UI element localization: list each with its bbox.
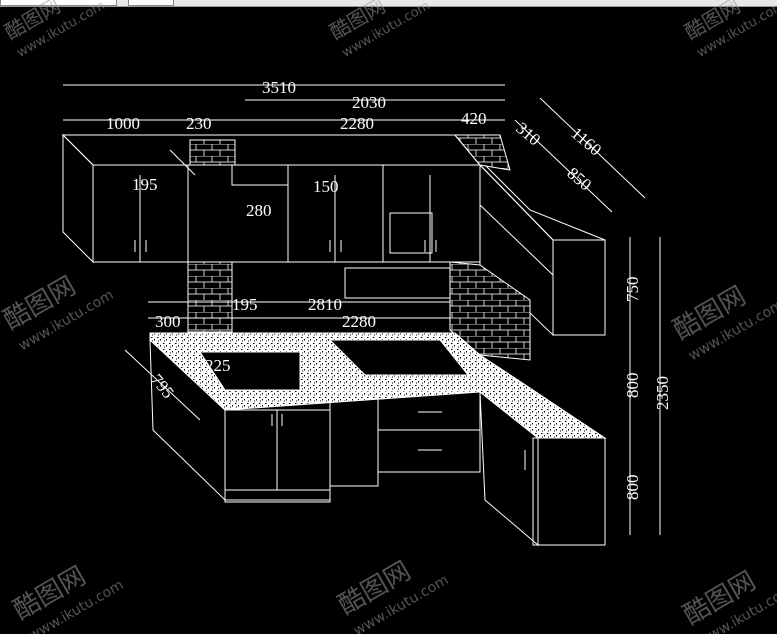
brick-backsplash: [449, 261, 531, 361]
upper-cabinets: [61, 133, 606, 337]
toolbar-field[interactable]: [128, 0, 174, 6]
dim-3510: 3510: [262, 78, 296, 97]
dim-230: 230: [186, 114, 212, 133]
brick-corner: [453, 134, 511, 171]
dim-750: 750: [623, 277, 642, 303]
dim-800-mid: 800: [623, 373, 642, 399]
window-toolbar: [0, 0, 777, 7]
dim-420: 420: [461, 109, 487, 128]
dim-1000: 1000: [106, 114, 140, 133]
countertop: [149, 332, 607, 439]
base-cabinets: [149, 338, 606, 547]
dim-850: 850: [563, 164, 595, 195]
brick-hood: [189, 139, 236, 166]
toolbar-field[interactable]: [0, 0, 117, 6]
dim-800-base: 800: [623, 475, 642, 501]
dim-2030: 2030: [352, 93, 386, 112]
dim-2280-counter: 2280: [342, 312, 376, 331]
dim-225: 225: [205, 356, 231, 375]
sink: [199, 351, 301, 391]
dim-300: 300: [155, 312, 181, 331]
dim-2280-upper: 2280: [340, 114, 374, 133]
dim-2350: 2350: [653, 376, 672, 410]
dim-2810: 2810: [308, 295, 342, 314]
dim-280: 280: [246, 201, 272, 220]
dim-195-column: 195: [232, 295, 258, 314]
dim-195-hood: 195: [132, 175, 158, 194]
dim-310: 310: [512, 119, 544, 150]
dim-150: 150: [313, 177, 339, 196]
brick-column: [187, 261, 233, 333]
cooktop: [328, 339, 470, 376]
dimension-lines: [63, 84, 661, 535]
